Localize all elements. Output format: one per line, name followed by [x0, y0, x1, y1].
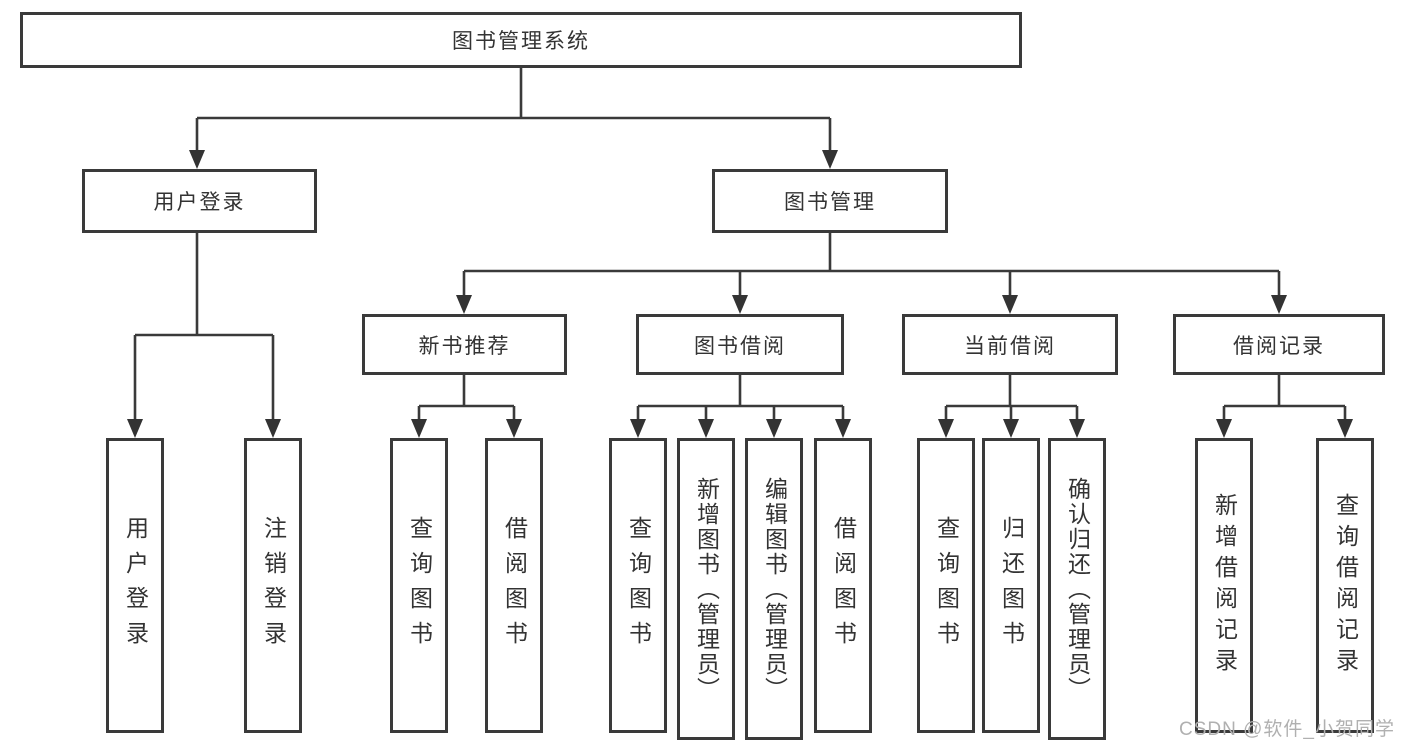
- leaf-borrow-books-1: 借阅图书: [485, 438, 543, 733]
- node-root: 图书管理系统: [20, 12, 1022, 68]
- leaf-add-book-admin-label: 新增图书（管理员）: [693, 476, 720, 702]
- leaf-confirm-return-admin: 确认归还（管理员）: [1048, 438, 1106, 740]
- node-borrow-record-label: 借阅记录: [1233, 334, 1325, 358]
- leaf-query-borrow-record-label: 查询借阅记录: [1332, 492, 1359, 679]
- node-borrow-record: 借阅记录: [1173, 314, 1385, 375]
- leaf-add-book-admin: 新增图书（管理员）: [677, 438, 735, 740]
- leaf-query-books-1: 查询图书: [390, 438, 448, 733]
- leaf-edit-book-admin-label: 编辑图书（管理员）: [761, 476, 788, 702]
- leaf-query-borrow-record: 查询借阅记录: [1316, 438, 1374, 733]
- leaf-user-login: 用户登录: [106, 438, 164, 733]
- leaf-edit-book-admin: 编辑图书（管理员）: [745, 438, 803, 740]
- node-book-borrow-label: 图书借阅: [694, 334, 786, 358]
- leaf-logout-login-label: 注销登录: [260, 515, 287, 656]
- leaf-return-books-label: 归还图书: [998, 515, 1025, 656]
- node-new-book-recommend-label: 新书推荐: [418, 334, 511, 358]
- node-current-borrow: 当前借阅: [902, 314, 1118, 375]
- leaf-borrow-books-2: 借阅图书: [814, 438, 872, 733]
- leaf-borrow-books-1-label: 借阅图书: [501, 515, 528, 656]
- node-book-borrow: 图书借阅: [636, 314, 844, 375]
- leaf-add-borrow-record-label: 新增借阅记录: [1211, 492, 1238, 679]
- leaf-query-books-3-label: 查询图书: [933, 515, 960, 656]
- csdn-watermark: CSDN @软件_小贺同学: [1179, 719, 1395, 740]
- leaf-return-books: 归还图书: [982, 438, 1040, 733]
- node-user-login-label: 用户登录: [153, 191, 246, 214]
- node-root-label: 图书管理系统: [452, 30, 590, 53]
- node-current-borrow-label: 当前借阅: [964, 334, 1056, 358]
- leaf-logout-login: 注销登录: [244, 438, 302, 733]
- node-user-login: 用户登录: [82, 169, 317, 233]
- node-book-management: 图书管理: [712, 169, 948, 233]
- leaf-query-books-2: 查询图书: [609, 438, 667, 733]
- leaf-query-books-2-label: 查询图书: [625, 515, 652, 656]
- node-book-management-label: 图书管理: [784, 191, 876, 214]
- leaf-user-login-label: 用户登录: [122, 515, 149, 656]
- leaf-add-borrow-record: 新增借阅记录: [1195, 438, 1253, 733]
- leaf-borrow-books-2-label: 借阅图书: [830, 515, 857, 656]
- leaf-query-books-3: 查询图书: [917, 438, 975, 733]
- leaf-query-books-1-label: 查询图书: [406, 515, 433, 656]
- node-new-book-recommend: 新书推荐: [362, 314, 567, 375]
- leaf-confirm-return-admin-label: 确认归还（管理员）: [1064, 476, 1091, 702]
